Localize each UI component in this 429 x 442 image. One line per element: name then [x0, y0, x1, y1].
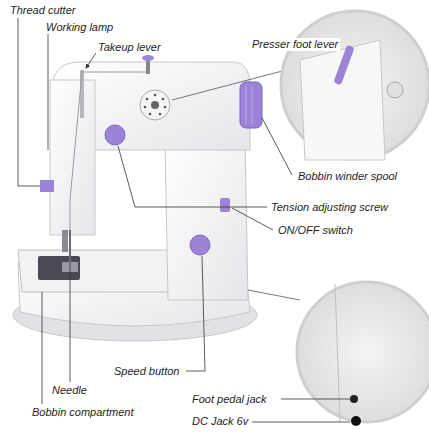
part-label: Takeup lever — [96, 41, 163, 54]
part-label: Thread cutter — [8, 4, 77, 17]
part-label: Bobbin compartment — [30, 406, 136, 419]
part-label: Needle — [50, 384, 89, 397]
part-label: DC Jack 6v — [190, 415, 250, 428]
part-label: Bobbin winder spool — [296, 170, 399, 183]
part-label: Presser foot lever — [250, 38, 340, 51]
part-label: Tension adjusting screw — [269, 201, 390, 214]
part-label: ON/OFF switch — [276, 224, 355, 237]
part-label: Speed button — [112, 365, 181, 378]
part-label: Working lamp — [44, 21, 115, 34]
part-label: Foot pedal jack — [190, 393, 269, 406]
